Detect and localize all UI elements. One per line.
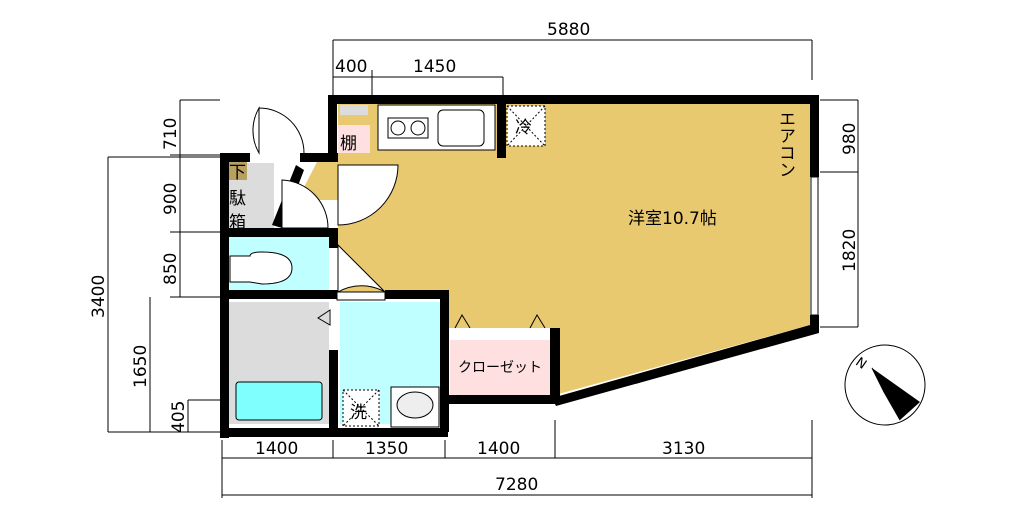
dim-top-total: 5880 bbox=[547, 20, 590, 40]
closet-label: クローゼット bbox=[458, 360, 542, 376]
dim-bottom-c: 1400 bbox=[477, 439, 520, 459]
dim-left-a: 710 bbox=[161, 118, 181, 150]
shelf-top bbox=[340, 105, 368, 115]
aircon-label: エアコン bbox=[775, 110, 795, 178]
dim-bottom-a: 1400 bbox=[255, 439, 298, 459]
shoe-box-label-3: 箱 bbox=[229, 213, 246, 233]
basin bbox=[396, 391, 434, 419]
walls bbox=[220, 95, 819, 438]
room-label: 洋室10.7帖 bbox=[628, 209, 717, 229]
closet-floor bbox=[450, 340, 550, 396]
dim-bottom-d: 3130 bbox=[662, 439, 705, 459]
dim-top-a: 400 bbox=[335, 57, 367, 77]
washer-label: 洗 bbox=[350, 403, 367, 423]
dim-left-b: 900 bbox=[161, 183, 181, 215]
sink bbox=[437, 109, 485, 147]
window bbox=[810, 176, 819, 316]
dim-right-a: 980 bbox=[840, 123, 860, 155]
doors[interactable] bbox=[252, 106, 546, 329]
dim-left-d: 1650 bbox=[131, 345, 151, 388]
dim-left-c: 850 bbox=[161, 253, 181, 285]
dim-right-b: 1820 bbox=[840, 229, 860, 272]
western-room-floor bbox=[300, 103, 810, 395]
burner-icon bbox=[410, 120, 426, 136]
dim-left-e: 405 bbox=[169, 401, 189, 433]
shoe-box-label-2: 駄 bbox=[229, 189, 246, 209]
fridge-label: 冷 bbox=[515, 118, 532, 138]
shoe-box-label-1: 下 bbox=[229, 163, 246, 183]
burner-icon bbox=[390, 120, 406, 136]
dimension-lines bbox=[107, 39, 859, 498]
dim-bottom-total: 7280 bbox=[495, 475, 538, 495]
shelf-box bbox=[338, 125, 370, 153]
toilet bbox=[229, 251, 293, 285]
tub bbox=[235, 381, 323, 421]
compass-icon: N bbox=[844, 344, 926, 426]
dim-top-b: 1450 bbox=[413, 57, 456, 77]
dim-bottom-b: 1350 bbox=[365, 439, 408, 459]
dim-left-total: 3400 bbox=[89, 275, 109, 318]
shelf-label: 棚 bbox=[340, 134, 357, 154]
